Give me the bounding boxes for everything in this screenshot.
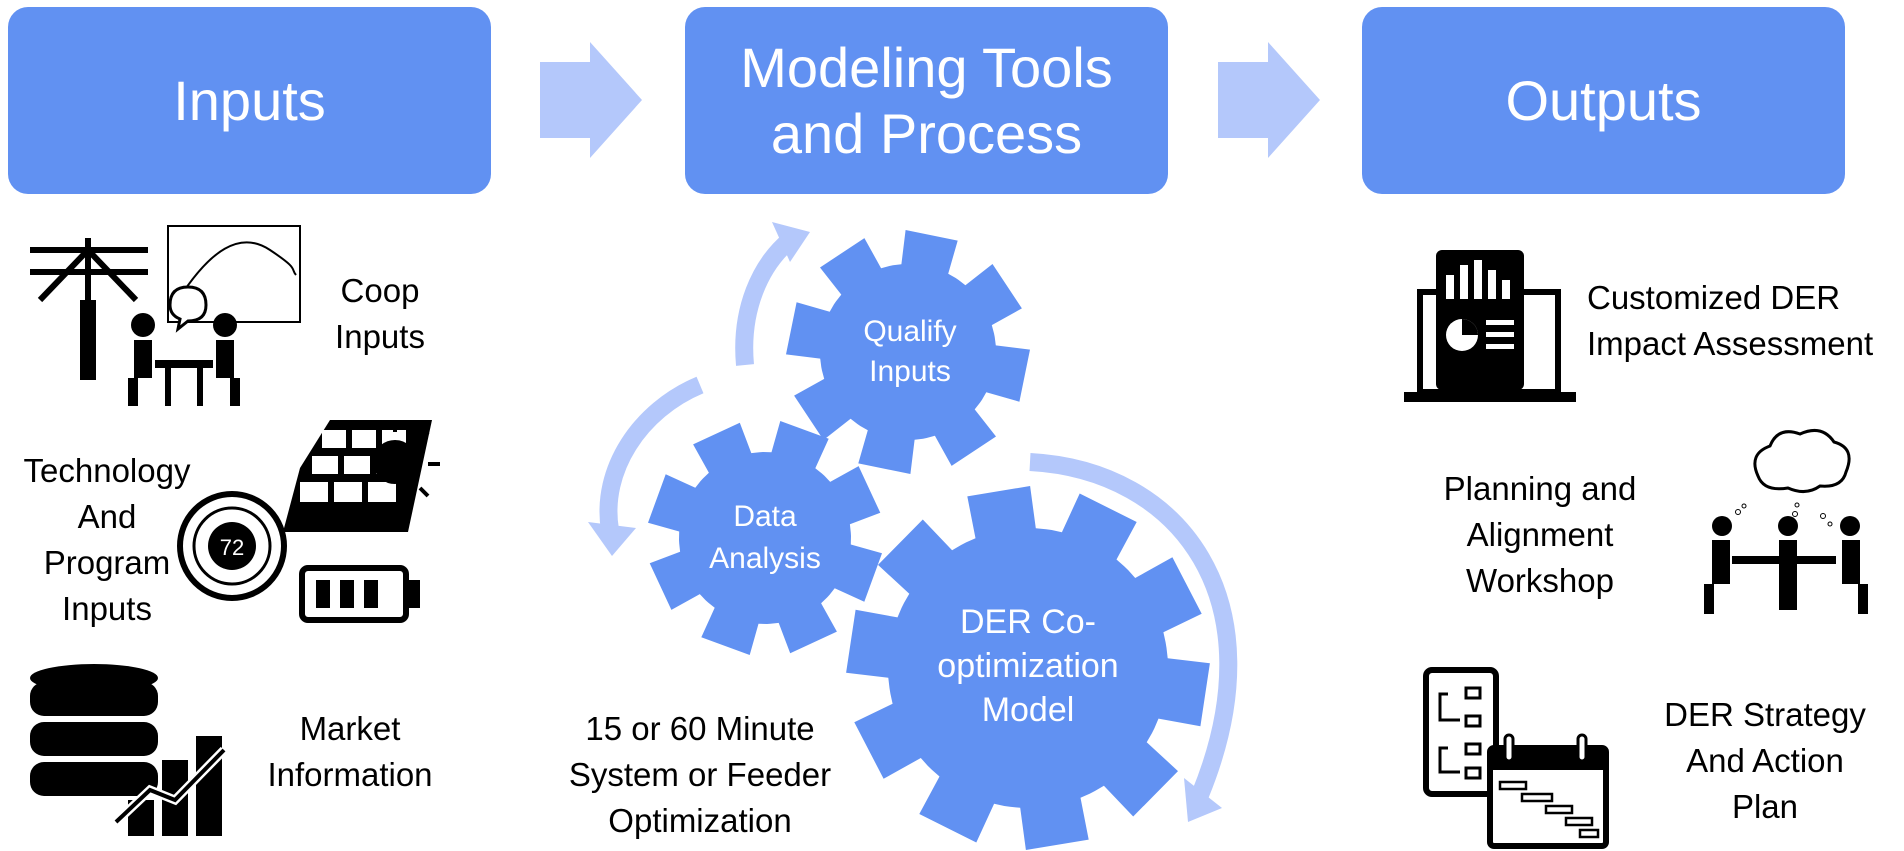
sun-icon [373,422,440,498]
data-analysis-gear-icon [648,421,882,655]
technology-inputs-label: Technology And Program Inputs [23,452,191,627]
data-analysis-label: Data Analysis [709,500,821,575]
cycle-arrow-icon [1029,453,1238,799]
gears-group [648,230,1210,850]
svg-text:72: 72 [220,535,244,560]
arrow-right-icon [1218,42,1320,158]
qualify-inputs-label: Qualify Inputs [863,315,957,388]
cycle-arrow-icon [735,233,796,366]
battery-icon [299,565,420,623]
gantt-calendar-icon [1487,733,1609,849]
modeling-header: Modeling Tools and Process [685,7,1168,194]
flowchart-icon [1423,667,1499,797]
der-model-gear-icon [846,486,1210,850]
impact-assessment-label: Customized DER Impact Assessment [1587,279,1874,362]
thinking-group-icon [1704,428,1868,614]
planning-workshop-label: Planning and Alignment Workshop [1443,470,1637,599]
qualify-inputs-gear-icon [786,230,1030,474]
outputs-header: Outputs [1362,7,1845,194]
thermostat-icon: 72 [177,491,287,601]
arrow-right-icon [540,42,642,158]
database-icon [30,664,158,796]
power-pole-base-icon [80,300,96,380]
market-information-label: Market Information [267,710,433,793]
inputs-header: Inputs [8,7,491,194]
der-strategy-label: DER Strategy And Action Plan [1664,696,1866,825]
der-model-label: DER Co- optimization Model [937,603,1119,729]
laptop-dashboard-icon [1404,250,1576,402]
growth-chart-icon [112,736,228,836]
cycle-arrow-icon [599,376,704,532]
coop-inputs-label: Coop Inputs [335,272,425,355]
optimization-label: 15 or 60 Minute System or Feeder Optimiz… [568,710,832,839]
meeting-icon [128,313,240,406]
